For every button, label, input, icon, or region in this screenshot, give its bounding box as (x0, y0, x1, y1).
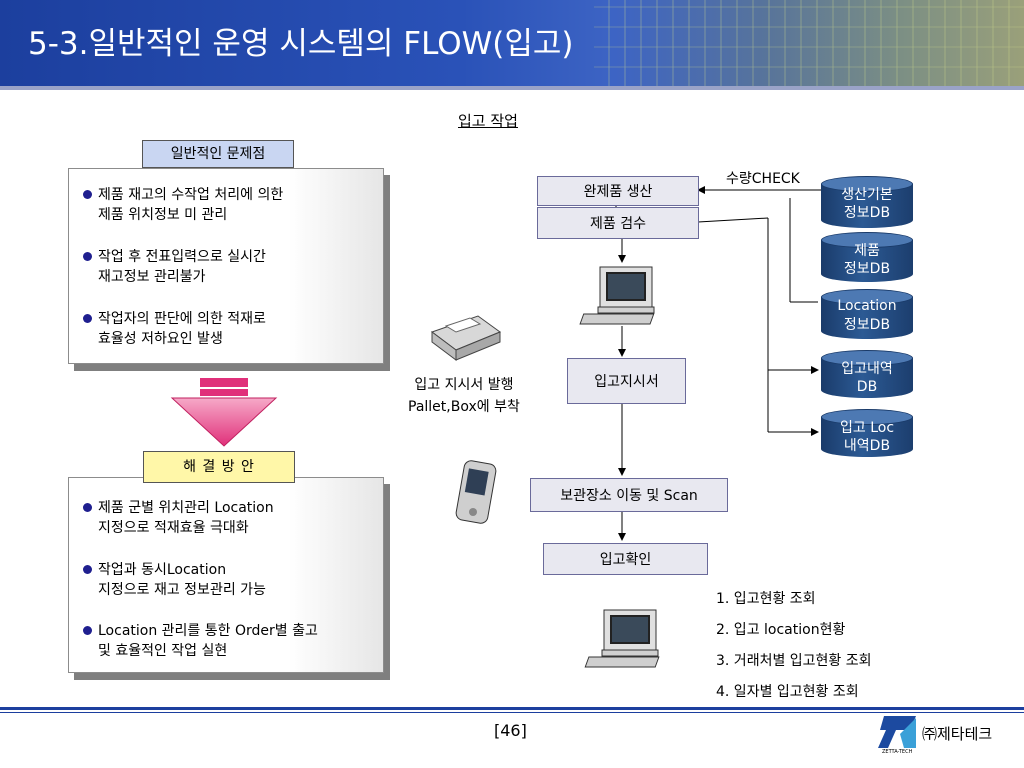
confirm-box: 입고확인 (543, 543, 708, 575)
bullet-icon (83, 190, 92, 199)
handheld-scanner-icon (455, 460, 497, 524)
move-scan-box: 보관장소 이동 및 Scan (530, 478, 728, 512)
bullet-icon (83, 503, 92, 512)
query-item: 3. 거래처별 입고현황 조회 (716, 653, 872, 669)
footer-divider (0, 707, 1024, 710)
inspection-box: 제품 검수 (537, 207, 699, 239)
circuit-background (594, 0, 1024, 86)
query-item: 4. 일자별 입고현황 조회 (716, 684, 859, 700)
instruction-box: 입고지시서 (567, 358, 686, 404)
production-box: 완제품 생산 (537, 176, 699, 206)
computer-icon (579, 266, 655, 325)
section-title: 입고 작업 (458, 112, 518, 130)
header-banner (0, 0, 1024, 86)
footer-divider-thin (0, 712, 1024, 713)
solution-panel: 제품 군별 위치관리 Location 지정으로 적재효율 극대화 작업과 동시… (68, 477, 384, 673)
db-cylinder: 입고내역 DB (821, 350, 913, 398)
header-divider (0, 86, 1024, 90)
logo-wordmark: ZETTA-TECH (882, 749, 913, 755)
bullet-icon (83, 565, 92, 574)
bullet-icon (83, 314, 92, 323)
db-cylinder: 생산기본 정보DB (821, 176, 913, 228)
db-cylinder: 제품 정보DB (821, 232, 913, 282)
company-name: ㈜제타테크 (922, 725, 993, 743)
printer-icon (430, 315, 502, 361)
page-number: [46] (494, 721, 527, 740)
problem-panel: 제품 재고의 수작업 처리에 의한 제품 위치정보 미 관리 작업 후 전표입력… (68, 168, 384, 364)
db-cylinder: 입고 Loc 내역DB (821, 409, 913, 457)
problem-tag: 일반적인 문제점 (142, 140, 294, 168)
page-title: 5-3.일반적인 운영 시스템의 FLOW(입고) (28, 26, 574, 62)
qty-check-label: 수량CHECK (726, 171, 800, 187)
db-cylinder: Location 정보DB (821, 289, 913, 339)
bullet-icon (83, 252, 92, 261)
bullet-icon (83, 626, 92, 635)
computer-icon (584, 609, 660, 668)
solution-tag: 해 결 방 안 (143, 451, 295, 483)
issue-label: 입고 지시서 발행 Pallet,Box에 부착 (408, 377, 520, 415)
query-item: 1. 입고현황 조회 (716, 591, 816, 607)
query-item: 2. 입고 location현황 (716, 622, 846, 638)
